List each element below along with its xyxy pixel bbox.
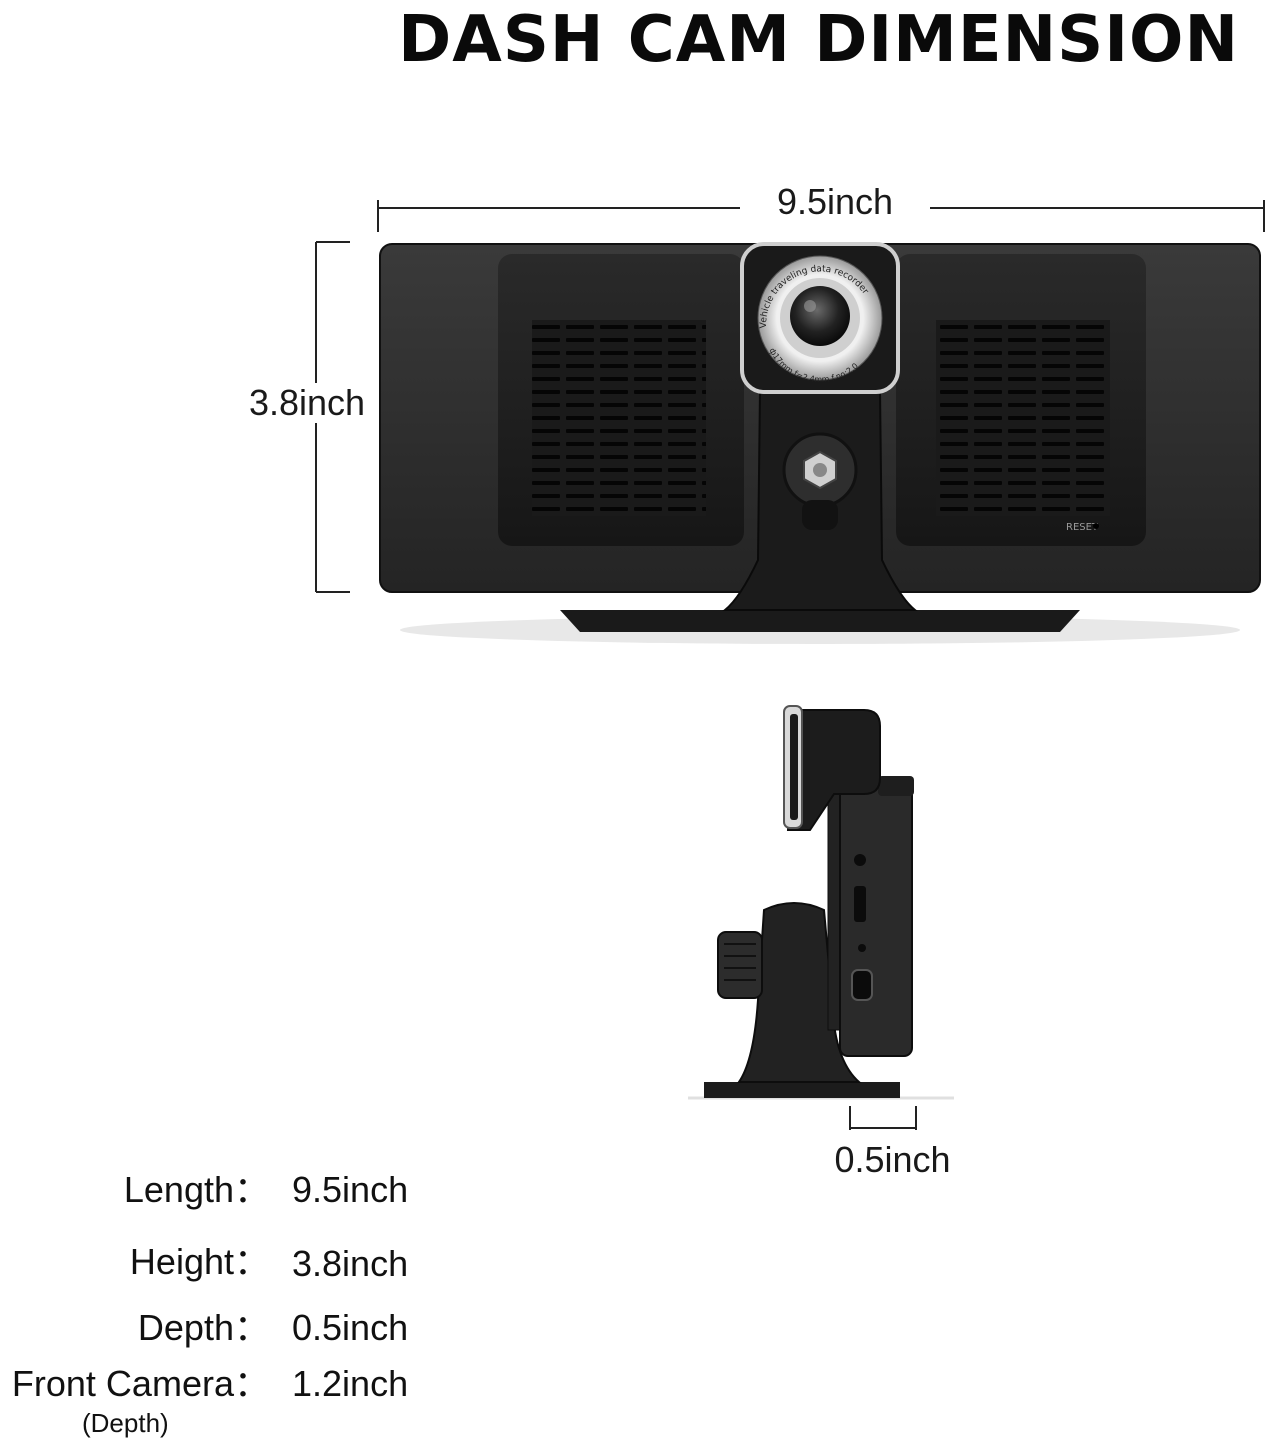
reset-label: RESET	[1066, 522, 1099, 533]
dash-cam-side-view	[688, 705, 954, 1100]
spec-height-key: Height：	[129, 1241, 270, 1282]
height-dimension-line	[315, 241, 350, 593]
page-title: DASH CAM DIMENSION	[398, 3, 1239, 77]
spec-front-camera-key: Front Camera：	[11, 1363, 270, 1404]
spec-length-key: Length：	[123, 1169, 270, 1210]
spec-front-camera-value: 1.2inch	[292, 1363, 409, 1404]
depth-dimension-line	[849, 1106, 917, 1130]
height-dimension-label: 3.8inch	[232, 383, 382, 423]
depth-dimension-label: 0.5inch	[834, 1139, 951, 1180]
spec-height-value: 3.8inch	[292, 1243, 409, 1284]
reset-hole	[1093, 523, 1099, 529]
spec-front-camera-sub: (Depth)	[82, 1408, 169, 1438]
dash-cam-front-view: RESET Vehicle traveling data recorder ф1…	[379, 242, 1261, 644]
width-dimension-label: 9.5inch	[740, 182, 930, 222]
spec-depth-key: Depth：	[137, 1307, 270, 1348]
spec-length-value: 9.5inch	[292, 1169, 409, 1210]
spec-depth-value: 0.5inch	[292, 1307, 409, 1348]
